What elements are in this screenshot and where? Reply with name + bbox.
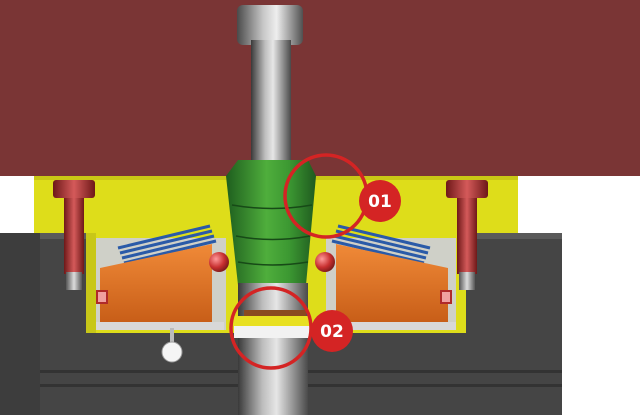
wedge-right-base	[324, 322, 456, 330]
spring-right	[331, 224, 431, 265]
wedge-left	[100, 244, 212, 322]
brown-ring	[244, 310, 306, 316]
ball-right	[315, 252, 335, 272]
shaft-lower	[238, 283, 308, 415]
wedge-right	[336, 244, 448, 322]
ball-left	[209, 252, 229, 272]
yellow-collar	[234, 316, 310, 326]
bolt-left	[53, 180, 95, 290]
spring-left	[117, 224, 217, 265]
callout-label-01: 01	[368, 192, 392, 212]
callout-label-02: 02	[320, 322, 344, 342]
callout-badge-01: 01	[359, 180, 401, 222]
yellow-collar-shadow	[234, 326, 310, 338]
wedge-left-base	[96, 322, 224, 330]
pin-left	[96, 290, 108, 304]
green-sleeve	[226, 160, 316, 285]
bolt-right	[446, 180, 488, 290]
green-sleeve-rings	[231, 204, 313, 266]
upper-block	[0, 0, 640, 176]
callout-badge-02: 02	[311, 310, 353, 352]
pin-right	[440, 290, 452, 304]
callout-circle-02	[229, 286, 313, 370]
shaft-upper	[251, 40, 291, 164]
shaft-head	[237, 5, 303, 45]
indicator-knob	[161, 328, 183, 363]
